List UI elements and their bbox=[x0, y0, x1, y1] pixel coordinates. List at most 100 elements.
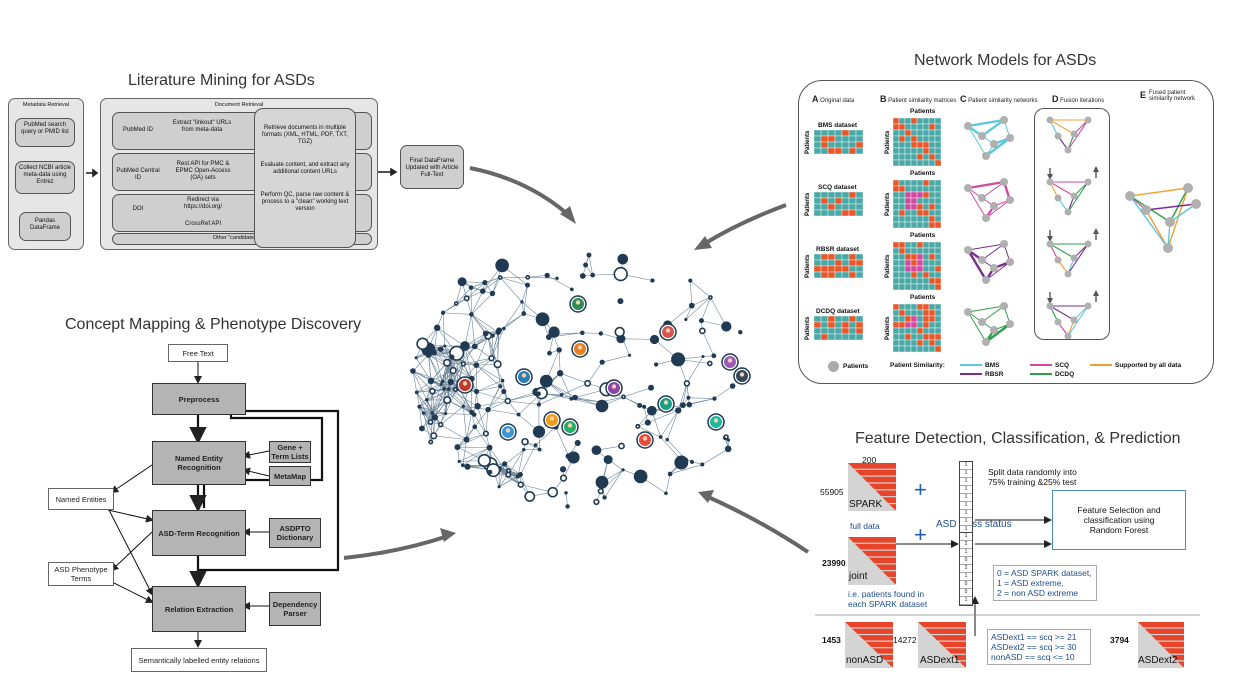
network-node bbox=[471, 412, 477, 417]
encoding-box: 0 = ASD SPARK dataset,1 = ASD extreme,2 … bbox=[993, 565, 1097, 601]
network-node bbox=[443, 344, 447, 348]
network-edge bbox=[430, 380, 433, 413]
named-entities-box: Named Entities bbox=[48, 488, 114, 510]
network-node bbox=[485, 406, 491, 413]
similarity-matrix-cell bbox=[934, 159, 942, 167]
similarity-matrix-cell bbox=[934, 221, 942, 229]
network-edge bbox=[423, 399, 448, 414]
network-node bbox=[449, 354, 455, 360]
network-node bbox=[598, 331, 604, 336]
ext2-matrix-lower-triangle bbox=[1138, 622, 1184, 668]
person-face bbox=[611, 384, 617, 389]
patient-node bbox=[1000, 116, 1008, 124]
network-edge bbox=[430, 391, 433, 423]
network-node bbox=[482, 279, 488, 286]
fusion-node bbox=[1064, 332, 1072, 340]
network-node bbox=[463, 295, 470, 302]
network-node bbox=[565, 504, 570, 509]
patient-node bbox=[982, 338, 990, 346]
metadata-step-dataframe: Pandas DataFrame bbox=[19, 212, 71, 241]
network-edge bbox=[485, 409, 489, 434]
nonasd-matrix-band bbox=[858, 635, 893, 641]
person-face bbox=[713, 418, 719, 423]
dataset-label-rbsr: RBSR dataset bbox=[816, 246, 859, 253]
patient-node bbox=[990, 264, 998, 272]
network-node bbox=[658, 435, 663, 439]
network-edge bbox=[428, 354, 442, 385]
patients-axis-label: Patients bbox=[885, 130, 891, 154]
network-node bbox=[556, 370, 564, 377]
matrix-label-3: Patients bbox=[910, 232, 936, 239]
network-node bbox=[457, 459, 461, 464]
network-edge bbox=[426, 399, 431, 423]
doc-process-panel: Retrieve documents in multiple formats (… bbox=[254, 108, 356, 248]
network-node bbox=[572, 394, 578, 401]
network-edge bbox=[459, 447, 490, 462]
network-edge bbox=[477, 400, 508, 407]
network-node bbox=[679, 402, 686, 409]
network-edge bbox=[604, 469, 624, 498]
joint-matrix-band bbox=[889, 578, 896, 584]
network-node bbox=[628, 353, 632, 357]
doc-action-doi: Redirect via https://doi.org/ bbox=[183, 197, 223, 210]
fusion-node bbox=[1084, 302, 1092, 310]
similarity-edge bbox=[967, 187, 987, 219]
network-node bbox=[721, 321, 732, 332]
network-node bbox=[417, 404, 422, 409]
network-node bbox=[664, 491, 668, 496]
ext2-matrix-band bbox=[1170, 654, 1184, 661]
panel-b-heading: B Patient similarity matrices bbox=[880, 94, 957, 104]
network-node bbox=[724, 445, 732, 453]
network-edge bbox=[500, 277, 528, 286]
legend-scq: SCQ bbox=[1030, 362, 1069, 369]
network-node bbox=[559, 466, 567, 473]
network-node bbox=[452, 386, 458, 393]
network-node bbox=[498, 275, 503, 280]
person-face bbox=[642, 436, 648, 441]
joint-rows: 23990 bbox=[822, 558, 846, 568]
original-data-cell bbox=[855, 333, 864, 341]
patient-node bbox=[1000, 302, 1008, 310]
network-edge bbox=[443, 362, 448, 389]
fusion-edge bbox=[1049, 181, 1075, 197]
joint-matrix-band bbox=[848, 537, 896, 543]
ext1-matrix-band bbox=[918, 622, 966, 628]
network-node bbox=[614, 326, 625, 338]
person-face bbox=[577, 345, 583, 350]
network-node bbox=[555, 276, 559, 281]
network-edge bbox=[474, 346, 492, 359]
asd-phenotype-terms-box: ASD Phenotype Terms bbox=[48, 562, 114, 586]
fused-node bbox=[1125, 191, 1135, 201]
central-network-illustration bbox=[410, 252, 751, 509]
nonasd-matrix-band bbox=[886, 661, 893, 667]
final-dataframe-box: Final DataFrame Updated with Article Ful… bbox=[400, 145, 464, 189]
network-node bbox=[446, 387, 451, 391]
fusion-node bbox=[1064, 146, 1072, 154]
ext1-label: ASDext1 bbox=[920, 655, 960, 666]
patient-node bbox=[978, 194, 986, 202]
network-edge bbox=[419, 406, 433, 414]
asdpto-dictionary-box: ASDPTO Dictionary bbox=[269, 518, 321, 548]
network-edge bbox=[623, 387, 652, 398]
network-edge bbox=[450, 363, 464, 383]
network-edge bbox=[474, 426, 490, 448]
network-node bbox=[678, 457, 685, 464]
patient-node bbox=[982, 152, 990, 160]
network-node bbox=[537, 447, 542, 452]
similarity-edge bbox=[967, 305, 1005, 313]
network-node bbox=[442, 387, 446, 391]
network-edge bbox=[491, 358, 503, 381]
spark-label: SPARK bbox=[849, 499, 883, 510]
network-node bbox=[727, 438, 731, 442]
matrix-label-1: Patients bbox=[910, 108, 936, 115]
network-node bbox=[447, 378, 454, 386]
network-node bbox=[559, 393, 564, 397]
fusion-node bbox=[1084, 178, 1092, 186]
spark-matrix-band bbox=[875, 490, 896, 497]
network-node bbox=[671, 352, 686, 367]
network-node bbox=[495, 258, 509, 273]
network-edge bbox=[457, 433, 487, 448]
network-edge bbox=[688, 397, 715, 399]
